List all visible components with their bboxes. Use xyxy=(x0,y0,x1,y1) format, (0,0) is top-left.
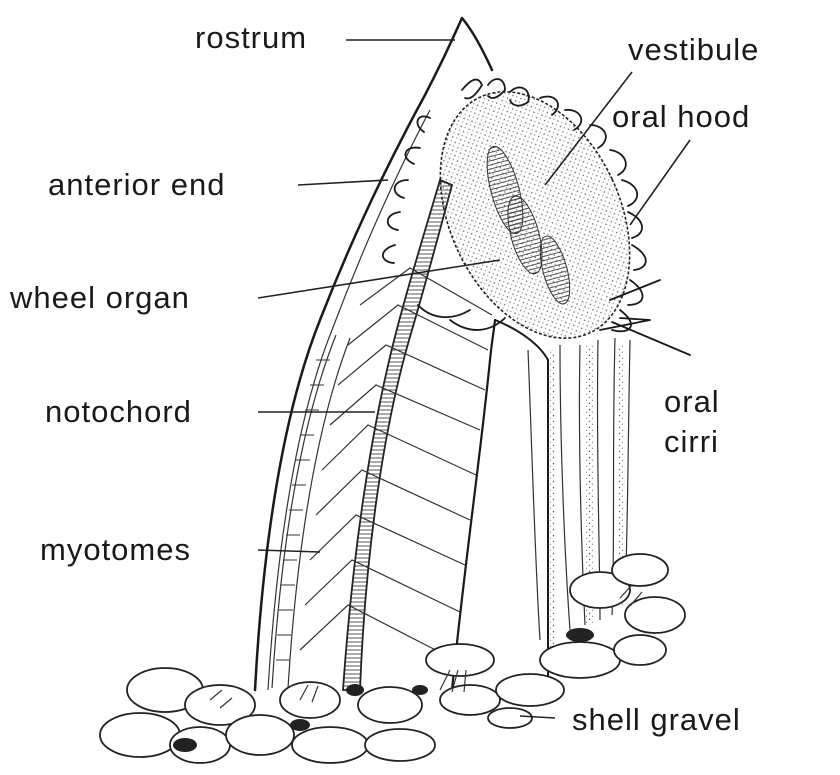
dorsal-fin-line xyxy=(268,110,430,690)
label-wheel-organ: wheel organ xyxy=(9,280,190,315)
notochord-band xyxy=(343,180,452,690)
ventral-body-line xyxy=(452,320,495,690)
fin-ray-chambers xyxy=(272,335,350,688)
label-shell-gravel: shell gravel xyxy=(572,702,741,737)
label-myotomes: myotomes xyxy=(40,532,191,567)
label-anterior-end: anterior end xyxy=(48,167,225,202)
label-vestibule: vestibule xyxy=(628,32,759,67)
leader-anterior-end xyxy=(298,180,388,185)
leader-oral-hood xyxy=(630,140,690,225)
label-oral-cirri-line2: cirri xyxy=(664,424,719,459)
pharynx-stipple-1 xyxy=(548,350,556,650)
label-oral-cirri-line1: oral xyxy=(664,384,720,419)
leader-wheel-organ xyxy=(258,260,500,298)
label-rostrum: rostrum xyxy=(195,20,307,55)
label-notochord: notochord xyxy=(45,394,192,429)
label-oral-hood: oral hood xyxy=(612,99,750,134)
